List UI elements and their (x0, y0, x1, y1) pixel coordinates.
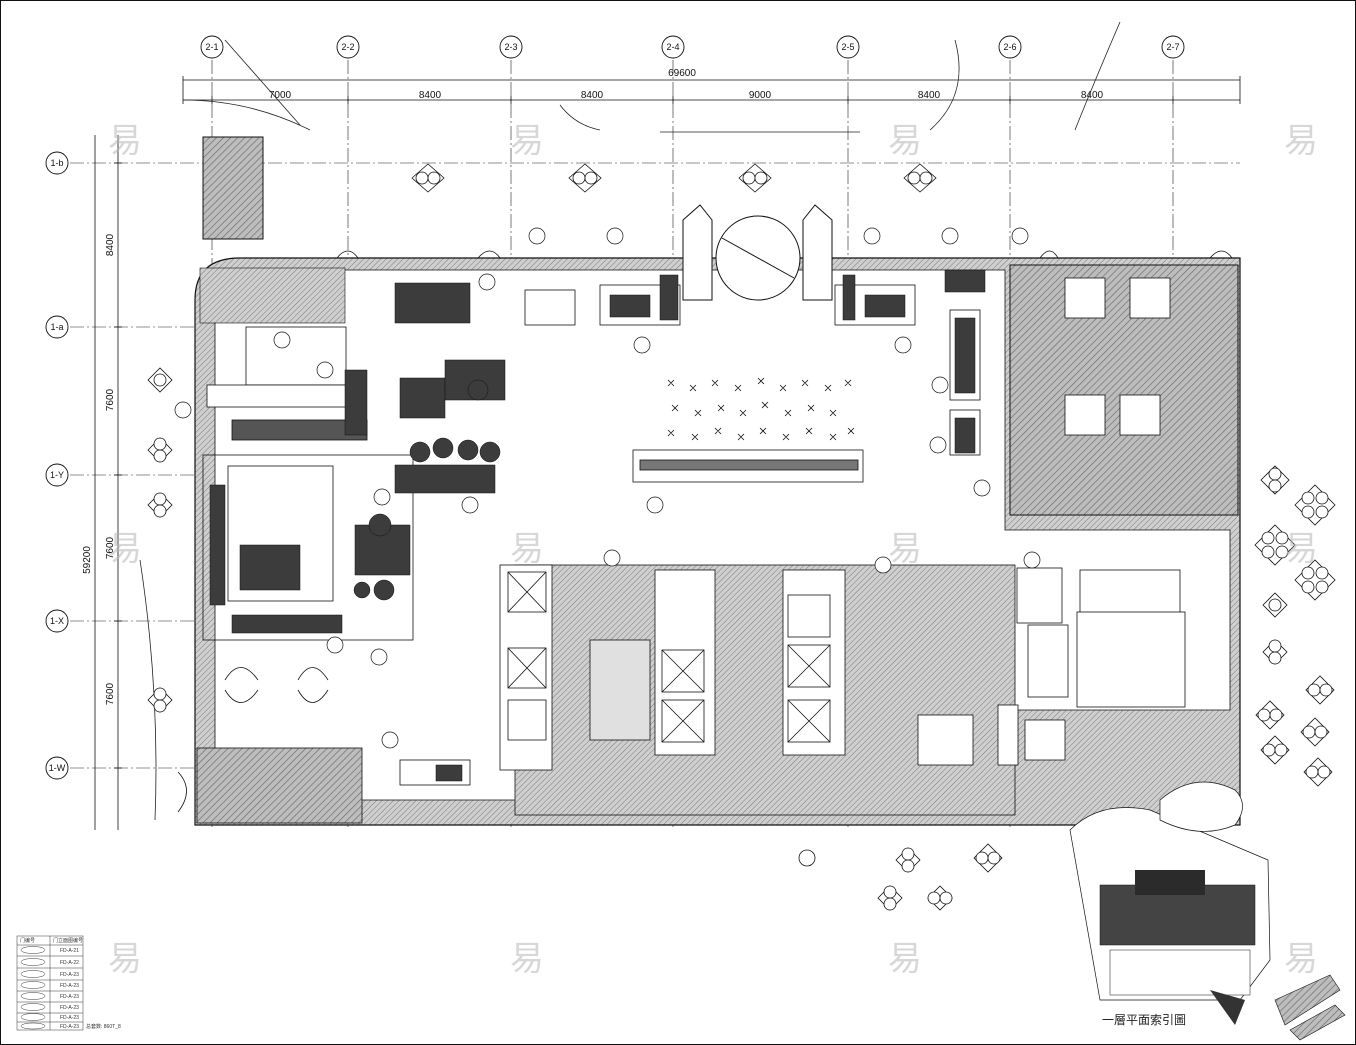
watermark-glyph: 易 (108, 529, 142, 569)
watermark-glyph: 易 (510, 529, 544, 569)
row-span-dimension-3: 7600 (105, 536, 116, 559)
column-label-2-7: 2-7 (1166, 42, 1179, 52)
legend-row-1: FD-A-21 (60, 948, 79, 954)
watermark-glyph: 易 (888, 939, 922, 979)
column-bubble-2-3 (499, 35, 523, 59)
legend-row-4: FD-A-23 (60, 983, 79, 989)
watermark-glyph: 易 (888, 529, 922, 569)
legend-row-2: FD-A-22 (60, 960, 79, 966)
column-bubble-2-5 (836, 35, 860, 59)
watermark-glyph: 易 (1284, 121, 1318, 161)
row-bubble-1-a (45, 315, 69, 339)
legend-row-3: FD-A-23 (60, 972, 79, 978)
row-bubble-1-b (45, 151, 69, 175)
watermark-glyph: 易 (888, 121, 922, 161)
column-label-2-3: 2-3 (504, 42, 517, 52)
watermark: 易 易 易 易 易 易 易 易 易 易 易 易 (108, 121, 1318, 979)
row-label-1-a: 1-a (50, 322, 63, 332)
watermark-glyph: 易 (1284, 529, 1318, 569)
watermark-glyph: 易 (510, 121, 544, 161)
column-bubble-2-4 (661, 35, 685, 59)
row-label-1-Y: 1-Y (50, 470, 64, 480)
column-label-2-5: 2-5 (841, 42, 854, 52)
column-bubble-2-2 (336, 35, 360, 59)
row-bubble-1-W (45, 756, 69, 780)
watermark-glyph: 易 (108, 121, 142, 161)
furniture (209, 269, 986, 782)
key-plan (1069, 781, 1346, 1041)
column-bubble-2-6 (998, 35, 1022, 59)
legend-row-8: FD-A-23 (60, 1024, 79, 1030)
column-bubble-2-7 (1161, 35, 1185, 59)
key-plan-caption: 一層平面索引圖 (1102, 1013, 1186, 1027)
elevator-shafts (507, 277, 1171, 761)
column-label-2-4: 2-4 (666, 42, 679, 52)
column-label-2-1: 2-1 (205, 42, 218, 52)
legend-row-7: FD-A-23 (60, 1015, 79, 1021)
legend-header-door-elevation: 门立面图编号 (53, 937, 83, 944)
legend-note: 总套数: 860T_8 (86, 1023, 121, 1030)
span-dimension-2: 8400 (419, 90, 442, 101)
span-dimension-3: 8400 (581, 90, 604, 101)
watermark-glyph: 易 (108, 939, 142, 979)
planter-grid (667, 377, 855, 441)
overall-height-dimension: 59200 (82, 546, 93, 574)
span-dimension-6: 8400 (1081, 90, 1104, 101)
reference-circles (174, 227, 1041, 749)
span-dimension-4: 9000 (749, 90, 772, 101)
legend-row-6: FD-A-23 (60, 1005, 79, 1011)
elevation-markers (147, 163, 1336, 911)
legend-row-5: FD-A-23 (60, 994, 79, 1000)
column-label-2-2: 2-2 (341, 42, 354, 52)
row-label-1-X: 1-X (50, 616, 64, 626)
column-label-2-6: 2-6 (1003, 42, 1016, 52)
watermark-glyph: 易 (1284, 939, 1318, 979)
door-swings (177, 250, 1233, 813)
span-dimension-1: 7000 (269, 90, 292, 101)
column-bubble-2-1 (200, 35, 224, 59)
legend-header-door-number: 门编号 (20, 937, 35, 944)
overall-width-dimension: 69600 (668, 68, 696, 79)
door-legend-table (16, 935, 84, 1031)
watermark-glyph: 易 (510, 939, 544, 979)
row-bubble-1-Y (45, 463, 69, 487)
column-grid-bubbles: 2-1 2-2 2-3 2-4 2-5 2-6 2-7 (200, 35, 1185, 59)
row-span-dimension-2: 7600 (105, 388, 116, 411)
dimension-lines (94, 76, 1241, 830)
row-label-1-W: 1-W (49, 763, 66, 773)
row-span-dimension-1: 8400 (105, 233, 116, 256)
row-grid-bubbles: 1-b 1-a 1-Y 1-X 1-W (45, 151, 69, 780)
span-dimension-5: 8400 (918, 90, 941, 101)
row-label-1-b: 1-b (50, 158, 63, 168)
row-bubble-1-X (45, 609, 69, 633)
site-arcs (139, 21, 1121, 821)
revolving-door (682, 204, 833, 301)
row-span-dimension-4: 7600 (105, 682, 116, 705)
